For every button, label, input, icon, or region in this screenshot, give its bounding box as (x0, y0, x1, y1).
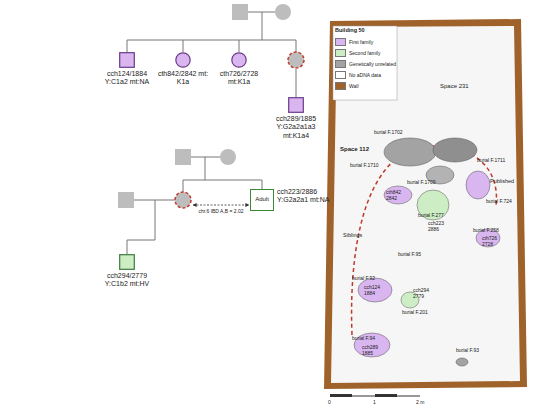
sample-id: cth726 2728 (482, 236, 502, 248)
group-label: Siblings (343, 232, 362, 238)
scale-number: 2 m (416, 400, 424, 406)
sample-label: cch289/1885 Y:G2a2a1a3 mt:K1a4 (267, 115, 325, 140)
legend-swatch (335, 71, 346, 79)
legend-text: Wall (349, 83, 359, 89)
legend-text: Second family (349, 50, 380, 56)
legend-row: First family (335, 36, 396, 47)
sample-id: cch294 2779 (413, 288, 433, 300)
burial-label: burial F.1710 (350, 163, 379, 169)
burial-label: burial F.95 (398, 252, 421, 258)
burial-label: burial F.1711 (477, 158, 505, 164)
sample-id: cch223 2886 (428, 221, 448, 233)
symbol-shape (119, 254, 135, 270)
legend-swatch (335, 38, 346, 46)
burial-label: burial F.277 (418, 213, 444, 219)
burial-label: burial F.724 (486, 199, 512, 205)
building-title: Building 50 (335, 27, 365, 33)
scale-number: 1 (373, 400, 376, 406)
space-label: Space 231 (440, 83, 469, 90)
legend-text: No aDNA data (349, 72, 381, 78)
pedigree-symbol: cth726/2728 mt:K1a (213, 52, 265, 87)
sample-id: cch124 1884 (364, 285, 384, 297)
burial-label: burial F.201 (402, 310, 428, 316)
burial-label: burial F.1709 (407, 180, 436, 186)
symbol-shape (119, 52, 135, 68)
pedigree-symbol: cch124/1884 Y:C1a2 mt:NA (98, 52, 156, 87)
pedigree-symbol: cch289/1885 Y:G2a2a1a3 mt:K1a4 (267, 97, 325, 140)
legend-text: First family (349, 39, 373, 45)
legend-row: Genetically unrelated (335, 58, 396, 69)
burial-label: burial F.258 (473, 228, 499, 234)
burial-label: burial F.1702 (374, 130, 403, 136)
symbol-label: Adult (255, 196, 269, 203)
legend-row: Second family (335, 47, 396, 58)
legend-swatch (335, 82, 346, 90)
sample-label: cth842/2842 mt: K1a (157, 70, 209, 87)
legend-swatch (335, 49, 346, 57)
pedigree-symbol: cch294/2779 Y:C1b2 mt:HV (98, 254, 156, 289)
sample-label: cch223/2886 Y:G2a2a1 mt:NA (277, 188, 333, 205)
legend: First familySecond familyGenetically unr… (335, 36, 396, 91)
pedigree-symbol: cth842/2842 mt: K1a (157, 52, 209, 87)
legend-text: Genetically unrelated (349, 61, 396, 67)
legend-row: Wall (335, 80, 396, 91)
sample-id: cch289 1885 (362, 345, 382, 357)
pedigree-symbols (118, 4, 304, 208)
symbol-shape (175, 52, 191, 68)
space-label: Space 112 (340, 146, 369, 153)
burial-label: burial F.94 (352, 336, 375, 342)
symbol-shape (231, 52, 247, 68)
pedigree-lines (127, 12, 296, 254)
sample-label: cch124/1884 Y:C1a2 mt:NA (98, 70, 156, 87)
building-plan (324, 19, 527, 397)
group-label: Published (490, 178, 514, 184)
legend-swatch (335, 60, 346, 68)
sample-id: cth842 2842 (386, 190, 406, 202)
burial-label: burial F.93 (456, 348, 479, 354)
symbol-shape (288, 97, 304, 113)
sample-label: cch294/2779 Y:C1b2 mt:HV (98, 272, 156, 289)
ibd-label: chr.6 IBD A,B = 2.02 (193, 209, 249, 215)
burial-label: burial F.92 (352, 276, 375, 282)
scale-number: 0 (328, 400, 331, 406)
legend-row: No aDNA data (335, 69, 396, 80)
sample-label: cth726/2728 mt:K1a (213, 70, 265, 87)
adult-square: Adultcch223/2886 Y:G2a2a1 mt:NA (250, 189, 274, 211)
